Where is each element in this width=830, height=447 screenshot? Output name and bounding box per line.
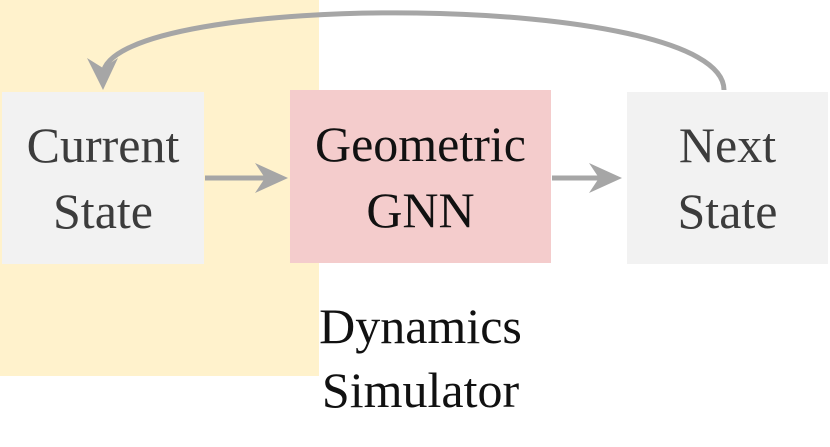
simulator-label-line2: Simulator	[321, 362, 520, 418]
current-state-node: Current State	[2, 92, 204, 264]
arrowhead-gnn-to-next	[589, 163, 622, 193]
next-state-node: Next State	[627, 92, 828, 264]
arrow-feedback-next-to-current	[100, 10, 727, 91]
simulator-label-line1: Dynamics	[319, 298, 522, 354]
current-state-label-line2: State	[53, 183, 153, 239]
arrowhead-feedback	[87, 58, 118, 90]
dynamics-simulator-label: Dynamics Simulator	[261, 294, 580, 422]
geometric-gnn-node: Geometric GNN	[290, 90, 551, 263]
gnn-label-line1: Geometric	[314, 115, 526, 172]
next-state-label-line1: Next	[678, 117, 777, 173]
gnn-label-line2: GNN	[366, 181, 475, 238]
next-state-label-line2: State	[677, 183, 778, 239]
current-state-label-line1: Current	[26, 117, 180, 173]
arrowhead-current-to-gnn	[255, 163, 288, 193]
